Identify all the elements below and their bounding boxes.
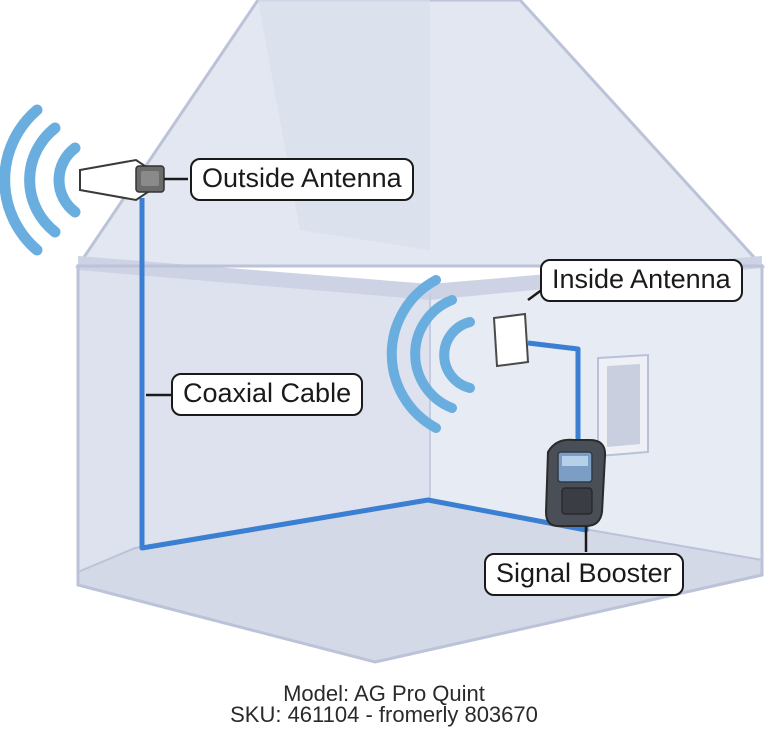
coaxial-cable-label: Coaxial Cable (171, 373, 364, 416)
inside-antenna-icon (492, 284, 548, 368)
signal-booster-label: Signal Booster (484, 553, 684, 596)
signal-booster-icon (544, 438, 607, 552)
sku-caption: SKU: 461104 - fromerly 803670 (230, 702, 538, 727)
outside-antenna-label: Outside Antenna (190, 158, 414, 201)
window-glass (607, 364, 640, 447)
model-caption: Model: AG Pro Quint (283, 681, 485, 706)
outside-antenna-icon (79, 158, 188, 202)
inside-signal-waves-icon (386, 275, 475, 433)
inside-antenna-label: Inside Antenna (540, 259, 743, 302)
back-wall (78, 266, 430, 572)
inside-antenna-cable (527, 340, 581, 450)
outside-signal-waves-icon (0, 104, 81, 256)
